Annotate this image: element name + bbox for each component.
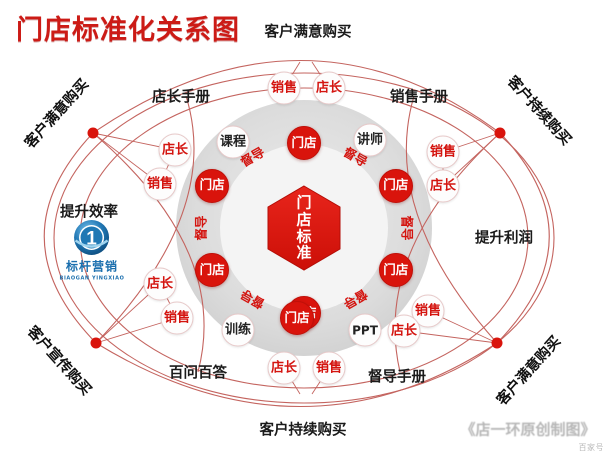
brand-logo: 1 标杆营销 BIAOGAN YINGXIAO	[60, 219, 125, 282]
inner-node-5[interactable]: 门店	[195, 253, 230, 288]
inner-node-2[interactable]: 门店	[378, 168, 413, 203]
mid-node-13[interactable]: 销售	[160, 301, 194, 335]
mid-node-7[interactable]: 店长	[387, 314, 421, 348]
page-title: 门店标准化关系图	[16, 15, 240, 46]
core-label: 门店 标准	[296, 193, 312, 262]
mid-node-3[interactable]: 讲师	[353, 123, 387, 157]
logo-pinyin: BIAOGAN YINGXIAO	[59, 275, 125, 282]
mid-node-11[interactable]: 门店	[280, 301, 314, 335]
mid-node-14[interactable]: 店长	[143, 267, 177, 301]
hub-dot-3[interactable]	[90, 337, 102, 349]
logo-name: 标杆营销	[65, 259, 118, 274]
mid-node-9[interactable]: 销售	[312, 351, 346, 385]
mid-node-6[interactable]: 销售	[411, 294, 445, 328]
inner-node-3[interactable]: 门店	[378, 253, 413, 288]
mid-node-4[interactable]: 销售	[426, 135, 460, 169]
logo-digit: 1	[87, 229, 98, 250]
mid-node-15[interactable]: 销售	[143, 167, 177, 201]
mid-node-2[interactable]: 店长	[312, 71, 346, 105]
hub-dot-1[interactable]	[87, 127, 99, 139]
inner-node-6[interactable]: 门店	[195, 168, 230, 203]
logo-mark-icon: 1	[73, 219, 111, 257]
watermark-text: 《店一环原创制图》	[460, 420, 596, 439]
hub-dot-2[interactable]	[494, 127, 506, 139]
watermark-corner: 百家号	[578, 443, 604, 452]
inner-node-1[interactable]: 门店	[287, 126, 321, 161]
mid-node-10[interactable]: 店长	[267, 351, 301, 385]
core-hexagon	[267, 185, 341, 271]
mid-node-12[interactable]: 训练	[221, 313, 255, 347]
hub-dot-4[interactable]	[491, 337, 503, 349]
mid-node-8[interactable]: PPT	[348, 313, 382, 347]
outer-arcs	[43, 59, 555, 408]
mid-node-17[interactable]: 课程	[216, 125, 250, 159]
mid-node-1[interactable]: 销售	[267, 71, 301, 105]
mid-node-16[interactable]: 店长	[158, 133, 192, 167]
mid-node-5[interactable]: 店长	[426, 169, 460, 203]
